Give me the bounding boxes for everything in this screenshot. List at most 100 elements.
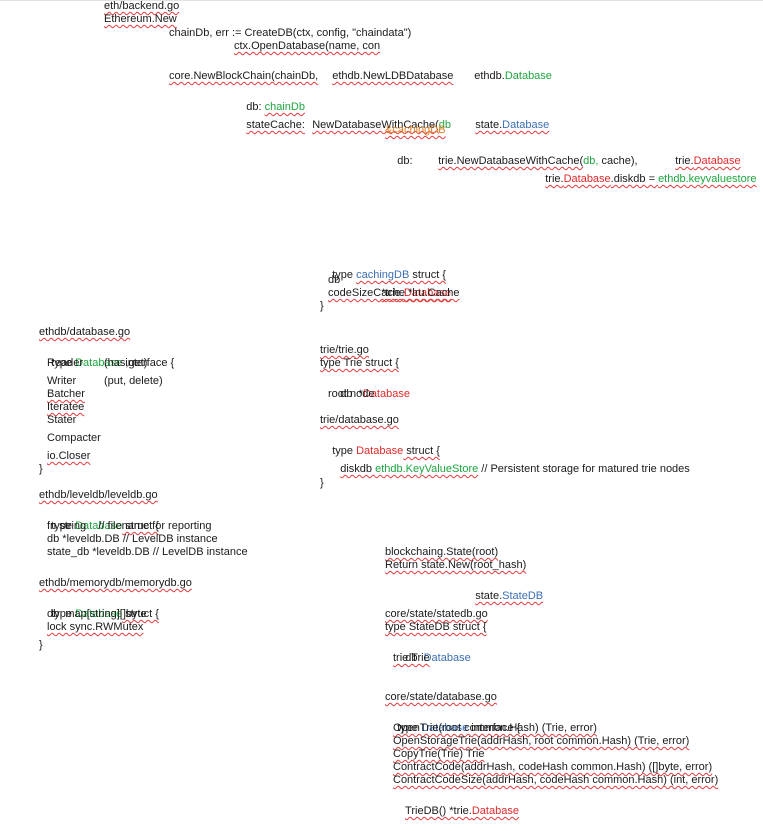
leveldb-file: ethdb/leveldb/leveldb.go <box>39 489 158 501</box>
statedb-struct: type StateDB struct { <box>385 621 487 633</box>
trie-database-type-2: Database <box>563 173 611 185</box>
backend-line-10: trie.Database.diskdb = ethdb.keyvaluesto… <box>533 160 756 185</box>
trie-database-type-3: Database <box>403 287 451 299</box>
trie-db-field: db *Database <box>328 375 410 400</box>
interface-kw-2: interface { <box>468 722 521 734</box>
trie-database-decl: type Database struct { <box>320 432 440 457</box>
state-database-decl: type Database interface { <box>385 709 520 734</box>
type-kw-5: type <box>51 608 76 620</box>
diskdb-assign: .diskdb = <box>610 173 659 185</box>
trie-struct-decl: type Trie struct { <box>320 357 399 370</box>
memorydb-decl: type Database struct { <box>39 595 159 620</box>
method-copy-trie: CopyTrie(Trie) Trie <box>393 748 485 760</box>
method-open-storage-trie: OpenStorageTrie(addrHash, root common.Ha… <box>393 735 690 747</box>
memorydb-database-name: Database <box>75 608 123 620</box>
backend-line-7: stateCache: <box>234 106 305 131</box>
diskdb-comment: // Persistent storage for matured trie n… <box>478 463 690 475</box>
state-prefix: state. <box>475 119 503 131</box>
struct-kw: struct { <box>409 269 446 281</box>
struct-kw-3: struct { <box>122 520 159 532</box>
type-kw: type <box>332 269 357 281</box>
ethdb-reader-note: (has,get) <box>104 357 148 369</box>
trie-db-type: Database <box>362 388 410 400</box>
type-kw-4: type <box>51 520 76 532</box>
state-database-type: Database <box>502 119 550 131</box>
backend-line-2: chainDb, err := CreateDB(ctx, config, "c… <box>169 27 412 39</box>
interface-kw: interface { <box>122 357 175 369</box>
backend-line-7b: NewDatabaseWithCache(db <box>300 106 451 131</box>
triedb-return-type: Database <box>471 805 519 817</box>
memorydb-file: ethdb/memorydb/memorydb.go <box>39 577 192 589</box>
db-arg-2: db, <box>583 155 599 167</box>
cachingdb-db-field: db <box>328 274 341 286</box>
leveldb-statedb-field: state_db *leveldb.DB // LevelDB instance <box>47 546 248 558</box>
ethdb-database-name: Database <box>75 357 123 369</box>
trie-database-close: } <box>320 477 324 489</box>
memorydb-db-field: db map[string][]byte <box>47 608 147 620</box>
trie-new-db-with-cache: trie.NewDatabaseWithCache( <box>438 155 584 167</box>
statedb-db-type: Database <box>423 652 471 664</box>
ethdb-file: ethdb/database.go <box>39 326 131 338</box>
cachingdb-decl: type cachingDB struct { <box>320 256 446 281</box>
top-rule <box>0 0 763 1</box>
struct-kw-2: struct { <box>403 445 440 457</box>
backend-file-label: eth/backend.go <box>104 0 180 12</box>
state-database-file: core/state/database.go <box>385 691 497 703</box>
cachingdb-db-type: *trie.Database <box>369 274 451 299</box>
triedb-call: TrieDB() *trie. <box>405 805 472 817</box>
ethdb-decl: type Database interface { <box>39 344 174 369</box>
method-triedb: TrieDB() *trie.Database <box>393 792 519 817</box>
backend-line-3: ctx.OpenDatabase(name, con <box>234 40 381 52</box>
type-kw-2: type <box>332 445 357 457</box>
method-open-trie: OpenTrie(root common.Hash) (Trie, error) <box>393 722 597 734</box>
statedb-db-field: db Database <box>393 639 470 664</box>
leveldb-database-name: Database <box>75 520 123 532</box>
ethdb-writer: Writer <box>47 375 77 387</box>
method-contract-code: ContractCode(addrHash, codeHash common.H… <box>393 761 713 773</box>
return-state-new: Return state.New(root_hash) <box>385 559 527 571</box>
statedb-db-label: db <box>405 652 424 664</box>
backend-line-6: db: chainDb <box>234 88 305 113</box>
ethdb-close: } <box>39 463 43 475</box>
statedb-trie-field: trie Trie <box>393 652 430 664</box>
state-prefix-2: state. <box>475 590 503 602</box>
ethdb-writer-note: (put, delete) <box>104 375 163 387</box>
ethdb-closer: io.Closer <box>47 450 91 462</box>
trie-prefix: trie. <box>675 155 694 167</box>
backend-line-7c: state.Database <box>463 106 549 131</box>
struct-kw-4: struct { <box>122 608 159 620</box>
ethdb-iteratee: Iteratee <box>47 401 85 413</box>
db-label: db: <box>246 101 265 113</box>
memorydb-lock-field: lock sync.RWMutex <box>47 621 144 633</box>
leveldb-fn-field: fn string // filename for reporting <box>47 520 212 532</box>
new-ldb-database: ethdb.NewLDBDatabase <box>332 70 454 82</box>
db-arg: db <box>438 119 452 131</box>
method-contract-code-size: ContractCodeSize(addrHash, codeHash comm… <box>393 774 719 786</box>
type-kw-3: type <box>51 357 76 369</box>
db-field: db: <box>397 155 413 167</box>
ethdb-stater: Stater <box>47 414 77 426</box>
new-db-with-cache: NewDatabaseWithCache( <box>312 119 439 131</box>
trie-root-field: root node <box>328 388 375 400</box>
keyvaluestore-ref: ethdb.keyvaluestore <box>658 173 757 185</box>
backend-line-5: core.NewBlockChain(chainDb, <box>169 70 319 82</box>
keyvaluestore-type: ethdb.KeyValueStore <box>375 463 479 475</box>
cache-arg: cache), <box>598 155 638 167</box>
statedb-decl: type StateDB struct { <box>385 621 487 634</box>
backend-line-4b: ethdb.Database <box>462 57 552 82</box>
diskdb-label: diskdb <box>340 463 376 475</box>
statedb-name: StateDB <box>502 590 544 602</box>
blockchain-state-call: blockchaing.State(root) <box>385 546 499 558</box>
trie-db-label: db * <box>340 388 363 400</box>
cachingdb-codesize: codeSizeCache *lru.Cache <box>328 287 460 299</box>
statedb-file: core/state/statedb.go <box>385 608 488 620</box>
backend-line-9: db: <box>385 142 412 167</box>
cachingdb-name: cachingDB <box>356 269 410 281</box>
trie-diskdb-field: diskdb ethdb.KeyValueStore // Persistent… <box>328 450 690 475</box>
backend-line-4: ethdb.NewLDBDatabase <box>320 57 453 82</box>
trie-database-name: Database <box>356 445 404 457</box>
cachingdb-ref: &cachingDB <box>385 124 446 136</box>
trie-prefix-2: trie. <box>545 173 564 185</box>
cachingdb-close: } <box>320 300 324 312</box>
statecache-label: stateCache: <box>246 119 305 131</box>
